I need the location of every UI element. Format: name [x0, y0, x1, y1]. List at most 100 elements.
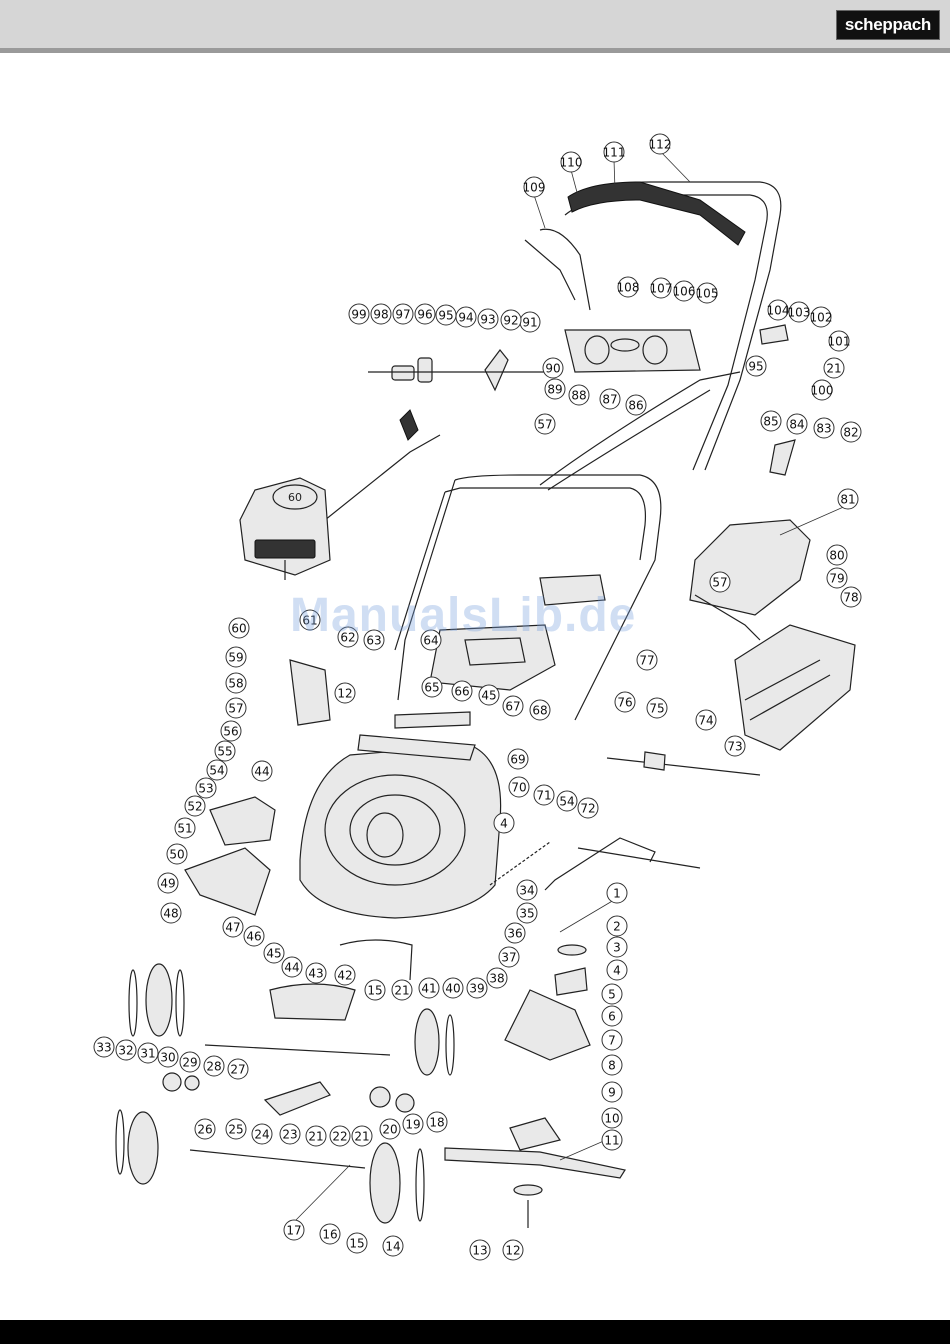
callout-circle: [469, 1239, 491, 1261]
callout-number: 3: [613, 941, 621, 955]
part-callout: 105: [696, 282, 718, 304]
callout-circle: [334, 964, 356, 986]
part-callout: 37: [498, 946, 520, 968]
callout-number: 93: [480, 313, 495, 327]
callout-circle: [478, 684, 500, 706]
callout-circle: [137, 1042, 159, 1064]
part-callout: 56: [220, 720, 242, 742]
callout-number: 57: [537, 418, 552, 432]
part-callout: 39: [466, 977, 488, 999]
callout-number: 99: [351, 308, 366, 322]
callout-circle: [206, 759, 228, 781]
part-callout: 104: [767, 299, 790, 321]
part-callout: 84: [786, 413, 808, 435]
callout-number: 70: [511, 781, 526, 795]
callout-number: 84: [789, 418, 804, 432]
callout-circle: [601, 1129, 623, 1151]
part-callout: 89: [544, 378, 566, 400]
part-callout: 81: [837, 488, 859, 510]
part-callout: 60: [228, 617, 250, 639]
callout-number: 23: [282, 1128, 297, 1142]
callout-number: 48: [163, 907, 178, 921]
part-callout: 9: [601, 1081, 623, 1103]
callout-circle: [823, 357, 845, 379]
callout-circle: [840, 586, 862, 608]
callout-number: 21: [394, 984, 409, 998]
callout-circle: [625, 394, 647, 416]
callout-number: 83: [816, 422, 831, 436]
callout-circle: [606, 936, 628, 958]
callout-circle: [174, 817, 196, 839]
callout-circle: [786, 413, 808, 435]
callout-number: 106: [673, 285, 696, 299]
callout-number: 33: [96, 1041, 111, 1055]
part-callout: 98: [370, 303, 392, 325]
callout-number: 72: [580, 802, 595, 816]
part-callout: 44: [251, 760, 273, 782]
callout-number: 16: [322, 1228, 337, 1242]
part-callout: 93: [477, 308, 499, 330]
callout-number: 37: [501, 951, 516, 965]
callout-number: 12: [505, 1244, 520, 1258]
callout-number: 45: [266, 947, 281, 961]
callout-number: 112: [649, 138, 672, 152]
callout-circle: [251, 760, 273, 782]
callout-circle: [222, 916, 244, 938]
callout-number: 11: [604, 1134, 619, 1148]
callout-number: 1: [613, 887, 621, 901]
callout-circle: [577, 797, 599, 819]
callout-number: 87: [602, 393, 617, 407]
callout-circle: [346, 1232, 368, 1254]
callout-number: 17: [286, 1224, 301, 1238]
callout-number: 21: [354, 1130, 369, 1144]
callout-number: 57: [712, 576, 727, 590]
callout-number: 75: [649, 702, 664, 716]
callout-number: 74: [698, 714, 713, 728]
part-callout: 62: [337, 626, 359, 648]
grass-bag-frame: [689, 519, 811, 641]
callout-number: 94: [458, 311, 473, 325]
callout-circle: [364, 979, 386, 1001]
part-callout: 69: [507, 748, 529, 770]
callout-number: 53: [198, 782, 213, 796]
callout-number: 36: [507, 927, 522, 941]
side-discharge-parts: [184, 659, 331, 916]
callout-number: 58: [228, 677, 243, 691]
callout-number: 81: [840, 493, 855, 507]
callout-number: 104: [767, 304, 790, 318]
callout-circle: [420, 629, 442, 651]
callout-circle: [263, 942, 285, 964]
callout-circle: [184, 795, 206, 817]
part-callout: 30: [157, 1046, 179, 1068]
part-callout: 72: [577, 797, 599, 819]
callout-number: 18: [429, 1116, 444, 1130]
part-callout: 73: [724, 735, 746, 757]
header-bar: scheppach: [0, 0, 950, 53]
part-callout: 78: [840, 586, 862, 608]
part-callout: 99: [348, 303, 370, 325]
callout-circle: [442, 977, 464, 999]
callout-circle: [498, 946, 520, 968]
callout-number: 24: [254, 1128, 269, 1142]
callout-number: 109: [523, 181, 546, 195]
callout-circle: [840, 421, 862, 443]
part-callout: 34: [516, 879, 538, 901]
part-callout: 95: [745, 355, 767, 377]
brand-logo: scheppach: [835, 10, 940, 40]
callout-circle: [466, 977, 488, 999]
callout-circle: [673, 280, 695, 302]
callout-circle: [348, 303, 370, 325]
callout-circle: [281, 956, 303, 978]
callout-circle: [828, 330, 850, 352]
callout-circle: [599, 388, 621, 410]
part-callout: 61: [299, 609, 321, 631]
callout-number: 28: [206, 1060, 221, 1074]
control-panel: [564, 329, 701, 373]
part-callout: 71: [533, 784, 555, 806]
callout-number: 42: [337, 969, 352, 983]
part-callout: 65: [421, 676, 443, 698]
callout-circle: [214, 740, 236, 762]
part-callout: 27: [227, 1058, 249, 1080]
callout-circle: [279, 1123, 301, 1145]
part-callout: 63: [363, 629, 385, 651]
